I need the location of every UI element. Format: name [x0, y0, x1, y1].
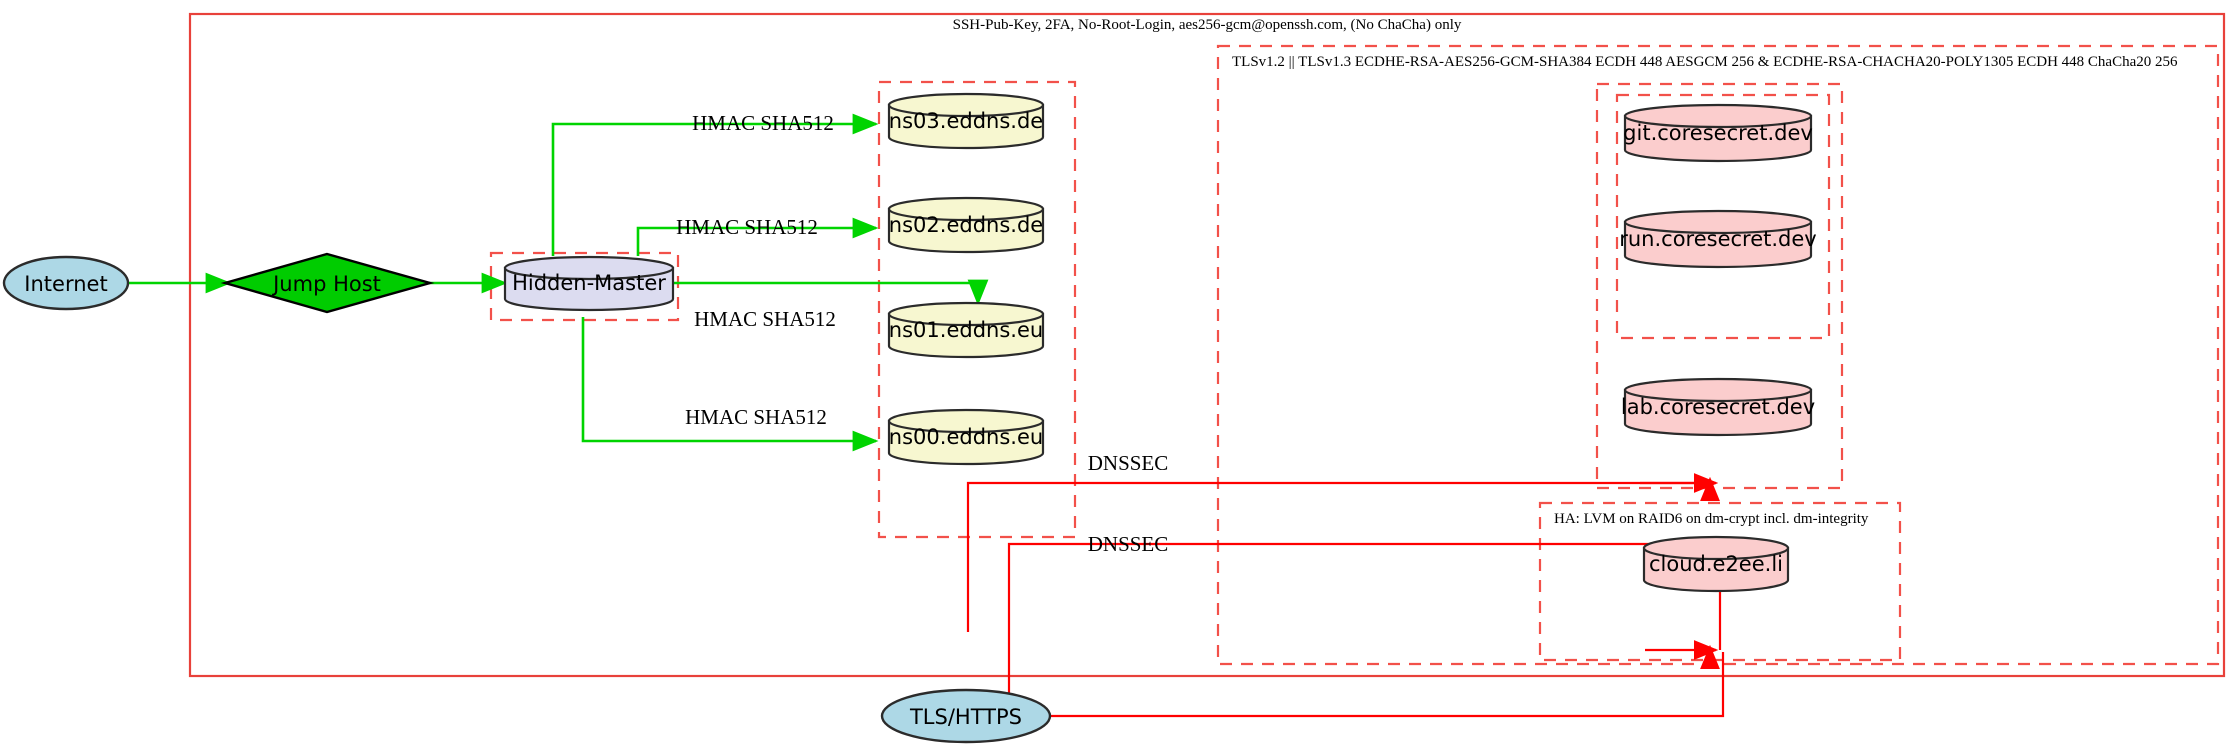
edge-hiddenmaster-ns02 — [636, 217, 879, 256]
node-ns03[interactable]: ns03.eddns.de — [887, 92, 1045, 150]
tls-dashed-frame: TLSv1.2 || TLSv1.3 ECDHE-RSA-AES256-GCM-… — [1216, 44, 2220, 666]
coresecret-outer-dashed-frame — [1595, 82, 1844, 490]
ha-dashed-frame: HA: LVM on RAID6 on dm-crypt incl. dm-in… — [1538, 501, 1902, 662]
edge-label-hmac-ns00: HMAC SHA512 — [685, 405, 827, 429]
green-edges — [126, 113, 989, 452]
node-ns00[interactable]: ns00.eddns.eu — [887, 408, 1045, 466]
edge-tlshttps-right — [1050, 652, 1725, 718]
node-ns01[interactable]: ns01.eddns.eu — [887, 301, 1045, 359]
ha-frame-label: HA: LVM on RAID6 on dm-crypt incl. dm-in… — [1554, 511, 1869, 527]
node-ns00-label: ns00.eddns.eu — [889, 425, 1043, 449]
node-tls-https-label: TLS/HTTPS — [909, 705, 1022, 729]
edge-label-hmac-ns02: HMAC SHA512 — [676, 215, 818, 239]
node-cloud-e2ee-label: cloud.e2ee.li — [1649, 552, 1783, 576]
ssh-outer-frame: SSH-Pub-Key, 2FA, No-Root-Login, aes256-… — [188, 12, 2226, 678]
node-hidden-master[interactable]: Hidden-Master — [503, 255, 675, 312]
tls-frame-label: TLSv1.2 || TLSv1.3 ECDHE-RSA-AES256-GCM-… — [1232, 54, 2178, 70]
node-hidden-master-label: Hidden-Master — [512, 271, 666, 295]
node-ns01-label: ns01.eddns.eu — [889, 318, 1043, 342]
edge-label-dnssec-upper: DNSSEC — [1088, 451, 1169, 475]
node-tls-https[interactable]: TLS/HTTPS — [880, 688, 1052, 744]
edge-dnssec-upper — [966, 478, 1702, 632]
node-internet-label: Internet — [24, 272, 107, 296]
red-edges — [966, 473, 1725, 718]
node-ns02-label: ns02.eddns.de — [889, 213, 1043, 237]
ssh-frame-label: SSH-Pub-Key, 2FA, No-Root-Login, aes256-… — [953, 17, 1462, 33]
edge-hiddenmaster-ns00 — [581, 317, 879, 452]
hidden-master-dashed-frame — [489, 251, 680, 322]
edge-hiddenmaster-ns01 — [672, 279, 989, 306]
node-run-coresecret[interactable]: run.coresecret.dev — [1619, 209, 1817, 269]
node-git-coresecret[interactable]: git.coresecret.dev — [1623, 103, 1813, 163]
edge-label-hmac-ns01: HMAC SHA512 — [694, 307, 836, 331]
node-internet[interactable]: Internet — [2, 255, 130, 311]
edge-label-hmac-ns03: HMAC SHA512 — [692, 111, 834, 135]
node-git-coresecret-label: git.coresecret.dev — [1623, 121, 1813, 145]
node-lab-coresecret-label: lab.coresecret.dev — [1621, 395, 1815, 419]
node-lab-coresecret[interactable]: lab.coresecret.dev — [1621, 377, 1815, 437]
edge-dnssec-lower — [1007, 542, 1722, 716]
node-jump-host-label: Jump Host — [271, 272, 381, 296]
nameserver-dashed-frame — [877, 80, 1077, 539]
node-ns03-label: ns03.eddns.de — [889, 109, 1043, 133]
edge-hiddenmaster-ns03 — [551, 113, 879, 256]
node-jump-host[interactable]: Jump Host — [220, 252, 435, 314]
git-run-inner-dashed-frame — [1615, 93, 1831, 340]
node-ns02[interactable]: ns02.eddns.de — [887, 196, 1045, 254]
node-cloud-e2ee[interactable]: cloud.e2ee.li — [1642, 535, 1790, 593]
node-run-coresecret-label: run.coresecret.dev — [1619, 227, 1817, 251]
edge-label-dnssec-lower: DNSSEC — [1088, 532, 1169, 556]
